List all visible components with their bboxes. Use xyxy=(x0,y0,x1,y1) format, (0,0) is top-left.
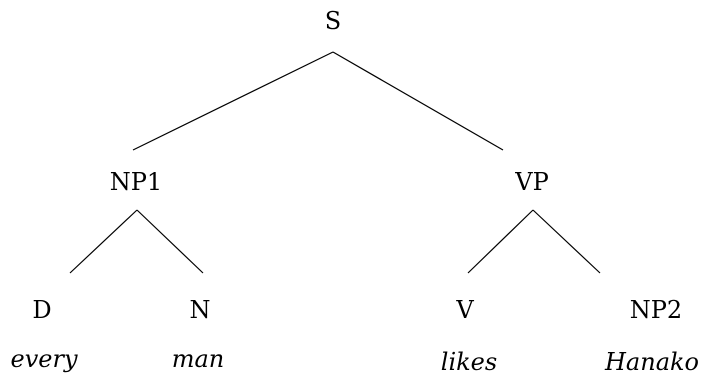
edge-s-np1 xyxy=(132,51,334,151)
node-vp: VP xyxy=(514,168,548,196)
edge-vp-v xyxy=(467,209,534,274)
word-hanako: Hanako xyxy=(604,348,699,376)
node-v: V xyxy=(455,296,474,324)
edge-np1-d xyxy=(69,209,138,274)
edge-np1-n xyxy=(136,209,204,274)
node-np1: NP1 xyxy=(110,168,162,196)
word-every: every xyxy=(11,345,78,373)
word-likes: likes xyxy=(441,348,497,376)
node-np2: NP2 xyxy=(630,296,682,324)
edge-s-vp xyxy=(332,51,504,151)
node-d: D xyxy=(32,296,51,324)
node-s: S xyxy=(325,7,341,35)
edge-vp-np2 xyxy=(532,209,601,274)
word-man: man xyxy=(172,345,225,373)
node-n: N xyxy=(190,296,211,324)
